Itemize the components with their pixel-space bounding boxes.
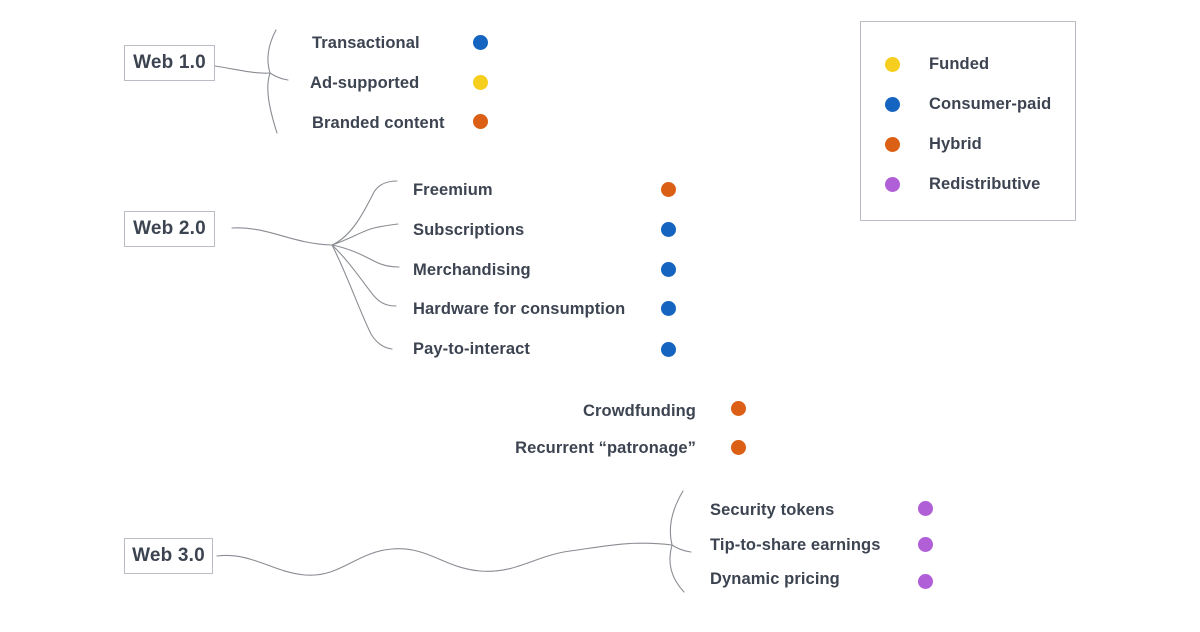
web3-trunk [216, 542, 673, 576]
node-box-web-3-0[interactable]: Web 3.0 [124, 538, 213, 574]
item-label: Crowdfunding [582, 402, 696, 420]
category-dot-consumer-paid [661, 262, 676, 277]
web2-branch-4 [331, 244, 397, 307]
web1-trunk [214, 65, 271, 74]
item-label: Freemium [413, 181, 493, 199]
item-row-pay-to-interact[interactable]: Pay-to-interact [413, 338, 530, 360]
web2-trunk [231, 227, 333, 246]
category-dot-consumer-paid [661, 301, 676, 316]
legend-item-redistributive[interactable]: Redistributive [885, 173, 1040, 195]
node-label: Web 3.0 [132, 545, 205, 566]
item-label: Dynamic pricing [710, 570, 840, 588]
item-label: Transactional [312, 34, 420, 52]
item-row-merchandising[interactable]: Merchandising [413, 259, 531, 281]
node-label: Web 2.0 [133, 218, 206, 239]
web3-branch-3 [669, 544, 685, 593]
item-row-branded-content[interactable]: Branded content [312, 112, 445, 134]
category-dot-consumer-paid [661, 342, 676, 357]
legend: Funded Consumer-paid Hybrid Redistributi… [860, 21, 1076, 221]
node-box-web-1-0[interactable]: Web 1.0 [124, 45, 215, 81]
legend-item-funded[interactable]: Funded [885, 53, 989, 75]
legend-label: Funded [929, 55, 990, 73]
item-label: Merchandising [413, 261, 531, 279]
legend-dot-redistributive [885, 176, 900, 192]
category-dot-redistributive [918, 574, 933, 589]
web1-branch-3 [267, 72, 278, 134]
legend-dot-consumer-paid [885, 96, 900, 112]
legend-item-consumer-paid[interactable]: Consumer-paid [885, 93, 1051, 115]
legend-label: Consumer-paid [929, 95, 1052, 113]
category-dot-funded [473, 75, 488, 90]
category-dot-hybrid [731, 401, 746, 416]
item-row-transactional[interactable]: Transactional [312, 32, 420, 54]
category-dot-hybrid [473, 114, 488, 129]
node-box-web-2-0[interactable]: Web 2.0 [124, 211, 215, 247]
category-dot-hybrid [661, 182, 676, 197]
legend-item-hybrid[interactable]: Hybrid [885, 133, 982, 155]
item-label: Ad-supported [310, 74, 420, 92]
item-row-ad-supported[interactable]: Ad-supported [310, 72, 419, 94]
legend-label: Redistributive [929, 175, 1041, 193]
item-row-crowdfunding[interactable]: Crowdfunding [440, 400, 696, 422]
item-row-hardware-for-consumption[interactable]: Hardware for consumption [413, 298, 625, 320]
category-dot-consumer-paid [661, 222, 676, 237]
category-dot-redistributive [918, 501, 933, 516]
web2-branch-3 [331, 244, 400, 268]
web1-branch-2 [269, 72, 289, 81]
web2-branch-5 [331, 244, 393, 350]
node-label: Web 1.0 [133, 52, 206, 73]
item-row-recurrent-patronage[interactable]: Recurrent “patronage” [440, 437, 696, 459]
item-label: Recurrent “patronage” [515, 439, 696, 457]
item-row-freemium[interactable]: Freemium [413, 179, 493, 201]
item-label: Security tokens [710, 501, 835, 519]
legend-label: Hybrid [929, 135, 982, 153]
category-dot-consumer-paid [473, 35, 488, 50]
category-dot-hybrid [731, 440, 746, 455]
item-row-subscriptions[interactable]: Subscriptions [413, 219, 524, 241]
item-label: Hardware for consumption [413, 300, 626, 318]
web2-branch-2 [331, 223, 399, 246]
legend-dot-funded [885, 56, 900, 72]
web3-branch-1 [669, 490, 684, 546]
item-label: Subscriptions [413, 221, 525, 239]
web1-branch-1 [267, 29, 277, 74]
item-row-dynamic-pricing[interactable]: Dynamic pricing [710, 568, 840, 590]
item-row-tip-to-share-earnings[interactable]: Tip-to-share earnings [710, 534, 881, 556]
web2-branch-1 [331, 180, 398, 246]
item-label: Tip-to-share earnings [710, 536, 881, 554]
item-label: Branded content [312, 114, 445, 132]
legend-dot-hybrid [885, 136, 900, 152]
item-label: Pay-to-interact [413, 340, 531, 358]
item-row-security-tokens[interactable]: Security tokens [710, 499, 834, 521]
web3-branch-2 [671, 544, 692, 553]
category-dot-redistributive [918, 537, 933, 552]
